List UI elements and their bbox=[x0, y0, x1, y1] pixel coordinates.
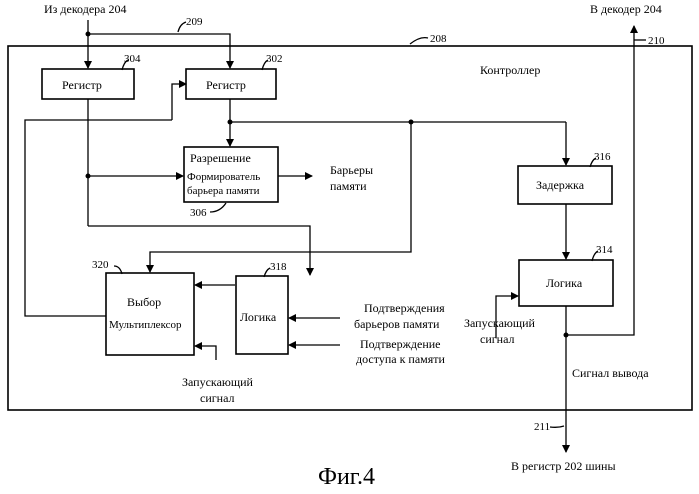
barrier-generator-leader bbox=[210, 203, 226, 212]
line-211-ref: 211 bbox=[534, 421, 550, 433]
mux-sub: Мультиплексор bbox=[109, 319, 182, 331]
barrier-generator-line1: Формирователь bbox=[187, 171, 260, 183]
line-209-ref: 209 bbox=[186, 16, 203, 28]
figure-caption: Фиг.4 bbox=[318, 464, 375, 490]
barriers-label-1: Барьеры bbox=[330, 163, 373, 177]
register-304-label: Регистр bbox=[62, 78, 102, 92]
confirm-access-2: доступа к памяти bbox=[356, 352, 446, 366]
barrier-generator-title: Разрешение bbox=[190, 151, 251, 165]
feedback-to-reg302 bbox=[172, 84, 186, 120]
delay-ref: 316 bbox=[594, 151, 611, 163]
line-210-ref: 210 bbox=[648, 35, 665, 47]
confirm-access-1: Подтверждение bbox=[360, 337, 440, 351]
barrier-generator-ref: 306 bbox=[190, 207, 207, 219]
trigger-bottom-1: Запускающий bbox=[182, 375, 254, 389]
trigger-to-mux bbox=[195, 346, 216, 360]
mux-box bbox=[106, 273, 194, 355]
to-decoder-label: В декодер 204 bbox=[590, 2, 662, 16]
delay-label: Задержка bbox=[536, 178, 585, 192]
register-302-ref: 302 bbox=[266, 53, 283, 65]
line-211-leader bbox=[550, 426, 564, 427]
trigger-bottom-2: сигнал bbox=[200, 391, 235, 405]
mux-ref: 320 bbox=[92, 259, 109, 271]
trigger-right-2: сигнал bbox=[480, 332, 515, 346]
barrier-generator-line2: барьера памяти bbox=[187, 185, 260, 197]
to-register-label: В регистр 202 шины bbox=[511, 459, 616, 473]
logic-318-label: Логика bbox=[240, 310, 277, 324]
input-to-reg302 bbox=[88, 34, 230, 68]
mux-title: Выбор bbox=[127, 295, 161, 309]
controller-ref-leader bbox=[410, 38, 428, 44]
line-209-leader bbox=[178, 22, 186, 32]
trigger-right-1: Запускающий bbox=[464, 316, 536, 330]
confirm-barriers-2: барьеров памяти bbox=[354, 317, 440, 331]
confirm-barriers-1: Подтверждения bbox=[364, 301, 445, 315]
controller-ref: 208 bbox=[430, 33, 447, 45]
controller-label: Контроллер bbox=[480, 63, 540, 77]
output-signal-label: Сигнал вывода bbox=[572, 366, 649, 380]
register-304-ref: 304 bbox=[124, 53, 141, 65]
register-302-label: Регистр bbox=[206, 78, 246, 92]
logic-314-label: Логика bbox=[546, 276, 583, 290]
from-decoder-label: Из декодера 204 bbox=[44, 2, 126, 16]
barriers-label-2: памяти bbox=[330, 179, 367, 193]
logic-318-ref: 318 bbox=[270, 261, 287, 273]
logic-314-ref: 314 bbox=[596, 244, 613, 256]
